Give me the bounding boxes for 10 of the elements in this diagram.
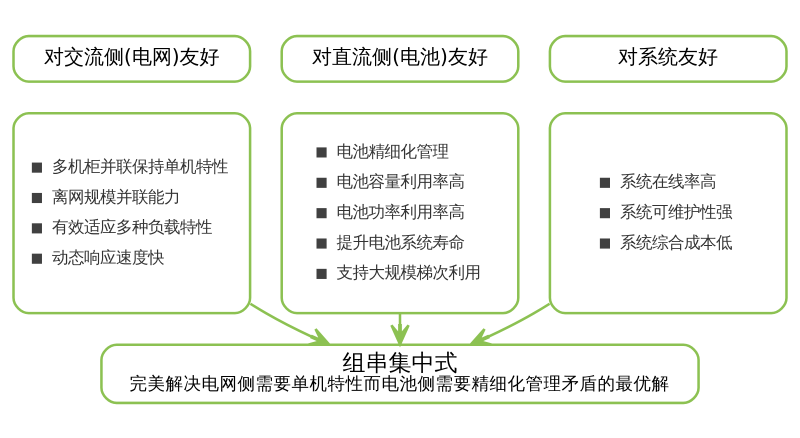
- node-box: 对交流侧(电网)友好: [12, 34, 252, 82]
- node-box: 系统在线率高 系统可维护性强 系统综合成本低: [548, 111, 788, 314]
- node-box: 组串集中式 完美解决电网侧需要单机特性而电池侧需要精细化管理矛盾的最优解: [100, 342, 700, 404]
- node-box: 对系统友好: [548, 34, 788, 82]
- node-box: 多机柜并联保持单机特性 离网规模并联能力 有效适应多种负载特性 动态响应速度快: [12, 111, 252, 314]
- arrow: [250, 302, 331, 346]
- arrow: [469, 302, 550, 346]
- node-box: 电池精细化管理 电池容量利用率高 电池功率利用率高 提升电池系统寿命 支持大规模梯次利用: [280, 111, 520, 314]
- arrow: [390, 312, 410, 346]
- node-box: 对直流侧(电池)友好: [280, 34, 520, 82]
